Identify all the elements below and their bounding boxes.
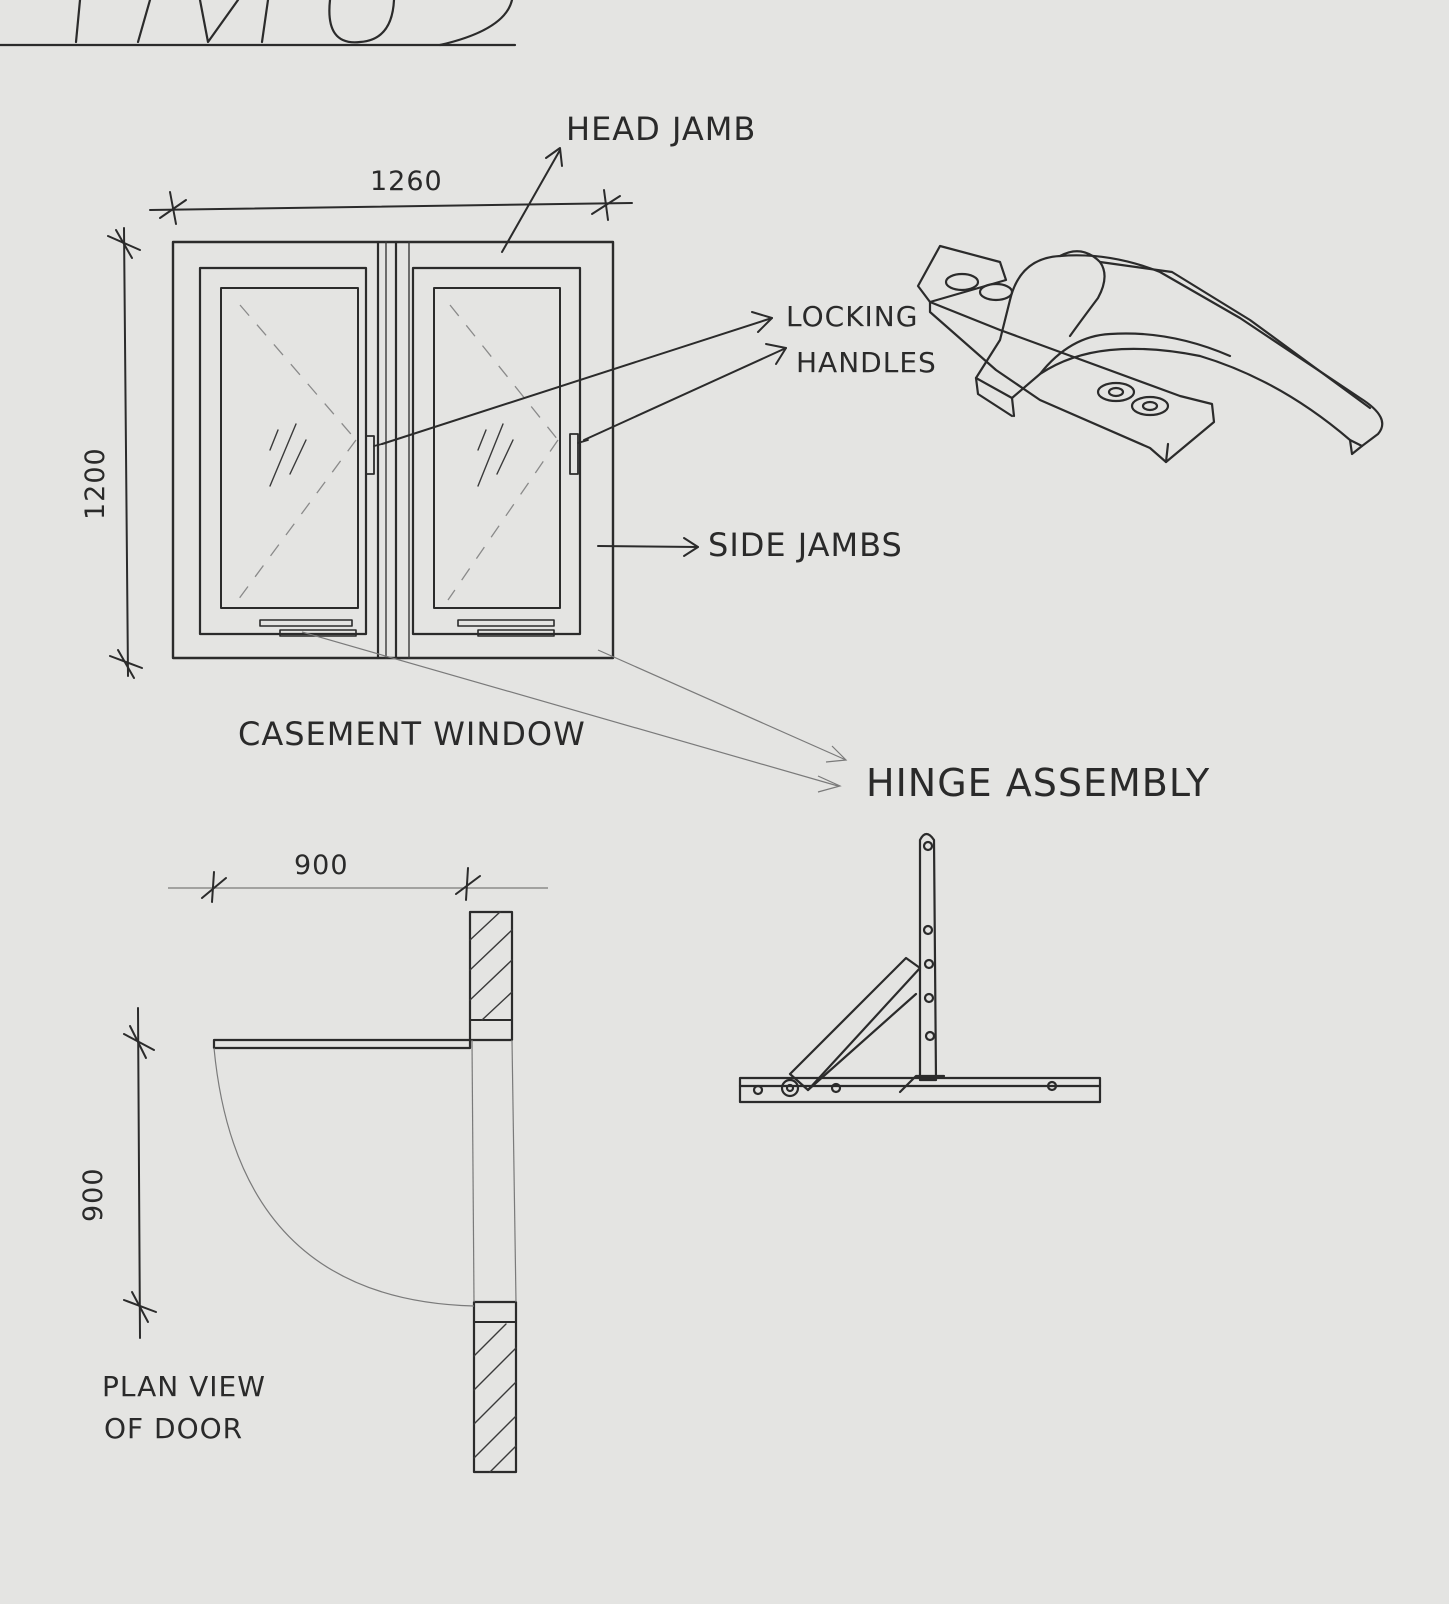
left-glass bbox=[220, 287, 359, 609]
door-width-dimension-label: 900 bbox=[294, 850, 349, 881]
window-handle-left bbox=[365, 435, 387, 475]
window-outer-frame bbox=[171, 240, 615, 660]
locking-handles-label-1: LOCKING bbox=[786, 300, 918, 333]
window-height-dimension: 1200 bbox=[80, 227, 143, 679]
side-jambs-callout: SIDE JAMBS bbox=[597, 526, 903, 564]
door-plan-view: 900 900 bbox=[78, 850, 548, 1474]
window-width-dimension: 1260 bbox=[149, 166, 633, 225]
door-leaf bbox=[212, 1038, 472, 1050]
window-handle-right bbox=[569, 433, 589, 475]
wall-upper bbox=[468, 910, 514, 1042]
wall-lower bbox=[472, 1300, 518, 1474]
window-hinge-strips bbox=[259, 619, 555, 637]
side-jambs-label: SIDE JAMBS bbox=[708, 526, 903, 564]
head-jamb-callout: HEAD JAMB bbox=[501, 110, 756, 253]
right-glass bbox=[433, 287, 561, 609]
locking-handle-sketch bbox=[916, 244, 1384, 464]
locking-handles-callout: LOCKING HANDLES bbox=[381, 300, 937, 445]
head-jamb-label: HEAD JAMB bbox=[566, 110, 756, 148]
door-depth-dimension-label: 900 bbox=[78, 1167, 109, 1222]
width-dimension-label: 1260 bbox=[370, 166, 443, 197]
right-sash bbox=[411, 266, 582, 636]
plan-view-label-2: OF DOOR bbox=[104, 1412, 243, 1445]
locking-handles-label-2: HANDLES bbox=[796, 346, 937, 379]
hinge-assembly-sketch bbox=[738, 832, 1102, 1104]
casement-window-caption: CASEMENT WINDOW bbox=[238, 715, 586, 753]
hinge-assembly-pointers: HINGE ASSEMBLY bbox=[301, 631, 1210, 805]
hinge-assembly-label: HINGE ASSEMBLY bbox=[866, 761, 1210, 805]
casement-window-elevation bbox=[171, 240, 615, 660]
cropped-title-lettering bbox=[0, 0, 517, 47]
door-swing-arc bbox=[213, 1047, 475, 1307]
height-dimension-label: 1200 bbox=[80, 447, 111, 520]
plan-view-label-1: PLAN VIEW bbox=[102, 1370, 266, 1403]
left-sash bbox=[198, 266, 368, 636]
